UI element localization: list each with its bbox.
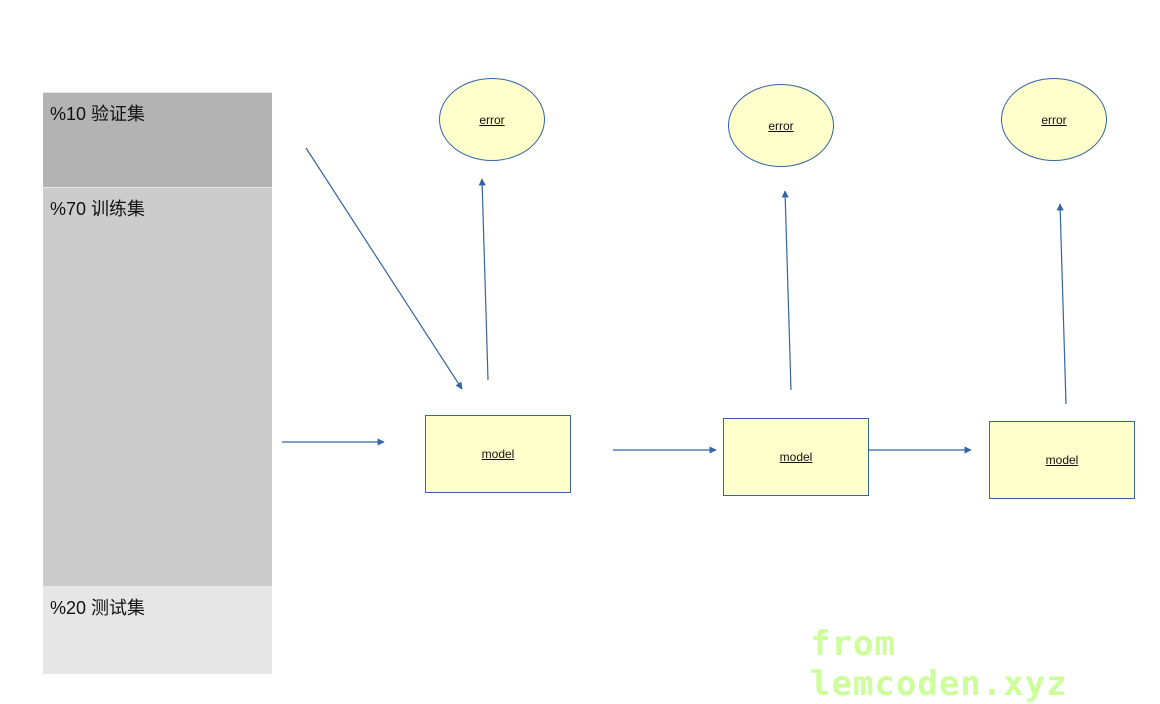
test-set-segment: %20 测试集 — [43, 586, 272, 674]
model-box-3: model — [989, 421, 1135, 499]
model-label: model — [1045, 453, 1079, 467]
arrow-model-2-to-error-2 — [781, 190, 792, 391]
error-label: error — [1041, 112, 1067, 127]
test-set-label: %20 测试集 — [50, 598, 146, 618]
error-ellipse-1: error — [439, 78, 545, 161]
error-ellipse-3: error — [1001, 78, 1107, 161]
error-ellipse-2: error — [728, 84, 834, 167]
model-box-2: model — [723, 418, 869, 496]
training-set-label: %70 训练集 — [50, 199, 146, 219]
arrow-model-1-to-error-1 — [478, 178, 489, 381]
error-label: error — [479, 112, 505, 127]
training-set-segment: %70 训练集 — [43, 187, 272, 587]
connector-arrows — [282, 147, 1067, 454]
model-box-1: model — [425, 415, 571, 493]
validation-set-segment: %10 验证集 — [43, 92, 272, 188]
arrow-model-3-to-error-3 — [1056, 203, 1067, 405]
model-label: model — [779, 450, 813, 464]
model-label: model — [481, 447, 515, 461]
validation-set-label: %10 验证集 — [50, 104, 146, 124]
arrow-validation-to-model-1 — [305, 147, 463, 390]
watermark-text: from lemcoden.xyz — [810, 624, 1068, 704]
error-label: error — [768, 118, 794, 133]
